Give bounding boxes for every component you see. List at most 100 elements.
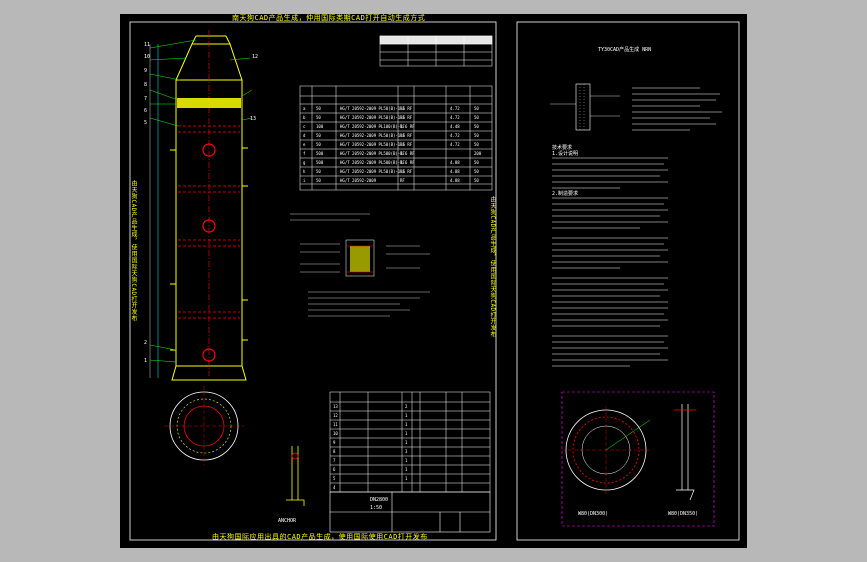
- distributor-section-view[interactable]: [674, 404, 696, 501]
- title-block: [329, 491, 491, 533]
- svg-text:e: e: [303, 142, 306, 147]
- detail-label-plan: W80(DN300): [578, 511, 609, 517]
- svg-text:RF: RF: [400, 178, 405, 183]
- notes-title: 技术要求: [552, 145, 573, 151]
- svg-text:1: 1: [405, 476, 408, 481]
- middle-notes: [290, 213, 430, 317]
- notes-heading: 1.设计说明: [552, 151, 579, 157]
- wall-insulation-detail: [550, 83, 620, 131]
- bottom-banner: 由天狗国际应用出具的CAD产品生成，使用国际使用CAD打开发布: [212, 533, 428, 541]
- side-banner-left: 由天狗CAD产品生成，使用国际天狗CAD打开发布: [130, 180, 137, 322]
- svg-text:1: 1: [405, 440, 408, 445]
- svg-text:9: 9: [333, 440, 336, 445]
- svg-text:HG/T 20592-2009 PL50(B)-1.6 RF: HG/T 20592-2009 PL50(B)-1.6 RF: [340, 169, 413, 174]
- detail-label-section: W80(DN350): [668, 511, 699, 517]
- svg-text:ANCHOR: ANCHOR: [278, 518, 297, 524]
- vessel-top-cone: [175, 43, 243, 81]
- svg-text:HG/T 20592-2009 PL100(B)-1.6 R: HG/T 20592-2009 PL100(B)-1.6 RF: [340, 124, 415, 129]
- distributor-plan-view[interactable]: [562, 406, 651, 494]
- svg-text:50: 50: [474, 106, 479, 111]
- svg-text:RF: RF: [400, 124, 405, 129]
- svg-text:4: 4: [333, 485, 336, 490]
- svg-text:4.88: 4.88: [450, 169, 460, 174]
- svg-text:HG/T 20592-2009 PL50(B)-1.6 RF: HG/T 20592-2009 PL50(B)-1.6 RF: [340, 142, 413, 147]
- svg-text:4.88: 4.88: [450, 178, 460, 183]
- manhole-middle: [202, 219, 216, 233]
- svg-text:1: 1: [405, 467, 408, 472]
- svg-text:50: 50: [316, 142, 321, 147]
- svg-text:4.88: 4.88: [450, 160, 460, 165]
- svg-text:50: 50: [474, 160, 479, 165]
- svg-text:d: d: [303, 133, 306, 138]
- svg-text:HG/T 20592-2009: HG/T 20592-2009: [340, 178, 377, 183]
- manhole-upper: [202, 143, 216, 157]
- svg-text:i: i: [303, 178, 306, 183]
- svg-text:1: 1: [405, 458, 408, 463]
- svg-text:13: 13: [250, 116, 256, 122]
- svg-text:12: 12: [333, 413, 338, 418]
- svg-text:1: 1: [405, 431, 408, 436]
- svg-text:50: 50: [316, 115, 321, 120]
- svg-text:50: 50: [316, 133, 321, 138]
- title-block-drawing-no: DN2800: [370, 497, 389, 503]
- tray-lines: [178, 125, 240, 319]
- svg-text:12: 12: [252, 54, 258, 60]
- svg-text:RF: RF: [400, 115, 405, 120]
- left-sheet: [129, 21, 497, 541]
- svg-text:11: 11: [333, 422, 338, 427]
- svg-text:3: 3: [405, 449, 408, 454]
- right-sheet: [516, 21, 740, 541]
- svg-text:6: 6: [333, 467, 336, 472]
- svg-text:50: 50: [474, 178, 479, 183]
- side-banner-right: 由天狗CAD产品生成，使用国际天狗CAD打开发布: [489, 196, 496, 338]
- svg-text:1: 1: [405, 422, 408, 427]
- svg-text:50: 50: [474, 169, 479, 174]
- svg-text:4.72: 4.72: [450, 106, 460, 111]
- title-block-scale: 1:50: [370, 505, 383, 511]
- anchor-bolt-detail[interactable]: ANCHOR: [278, 446, 305, 524]
- svg-text:7: 7: [144, 96, 147, 102]
- svg-text:RF: RF: [400, 142, 405, 147]
- svg-text:4.72: 4.72: [450, 115, 460, 120]
- header-table: [379, 35, 493, 67]
- vessel-elevation[interactable]: 11 10 9 8 7 6 5 2 1 12 13: [144, 30, 258, 381]
- svg-text:h: h: [303, 169, 306, 174]
- svg-text:c: c: [303, 124, 306, 129]
- parts-list-table: [329, 391, 491, 493]
- svg-text:200: 200: [474, 151, 482, 156]
- manhole-lower: [202, 348, 216, 362]
- svg-text:4.72: 4.72: [450, 142, 460, 147]
- svg-text:4.72: 4.72: [450, 133, 460, 138]
- packing-support-detail: [345, 239, 375, 277]
- svg-text:50: 50: [474, 142, 479, 147]
- svg-text:50: 50: [474, 115, 479, 120]
- svg-text:50: 50: [316, 178, 321, 183]
- svg-text:6: 6: [144, 108, 147, 114]
- svg-text:RF: RF: [400, 106, 405, 111]
- svg-text:HG/T 20592-2009 PL50(B)-1.6 RF: HG/T 20592-2009 PL50(B)-1.6 RF: [340, 133, 413, 138]
- notes-subheading: 2.制造要求: [552, 191, 579, 197]
- svg-text:HG/T 20592-2009 PL500(B)-1.6 R: HG/T 20592-2009 PL500(B)-1.6 RF: [340, 151, 415, 156]
- svg-text:10: 10: [144, 54, 150, 60]
- svg-text:HG/T 20592-2009 PL500(B)-1.6 R: HG/T 20592-2009 PL500(B)-1.6 RF: [340, 160, 415, 165]
- vessel-top-cap-left: [191, 35, 197, 45]
- svg-text:HG/T 20592-2009 PL50(B)-1.6 RF: HG/T 20592-2009 PL50(B)-1.6 RF: [340, 115, 413, 120]
- part-numbers: 11 10 9 8 7 6 5 2 1 12 13: [144, 42, 258, 364]
- base-plan-view[interactable]: [164, 386, 244, 466]
- right-sheet-border: [516, 21, 740, 541]
- svg-text:500: 500: [316, 151, 324, 156]
- svg-text:8: 8: [333, 449, 336, 454]
- svg-text:2: 2: [144, 340, 147, 346]
- svg-text:5: 5: [333, 476, 336, 481]
- svg-text:50: 50: [316, 106, 321, 111]
- svg-text:50: 50: [474, 133, 479, 138]
- svg-text:g: g: [303, 160, 306, 165]
- svg-text:9: 9: [144, 68, 147, 74]
- svg-text:RF: RF: [400, 133, 405, 138]
- nozzle-table: [299, 85, 493, 191]
- svg-text:5: 5: [144, 120, 147, 126]
- svg-text:4.48: 4.48: [450, 124, 460, 129]
